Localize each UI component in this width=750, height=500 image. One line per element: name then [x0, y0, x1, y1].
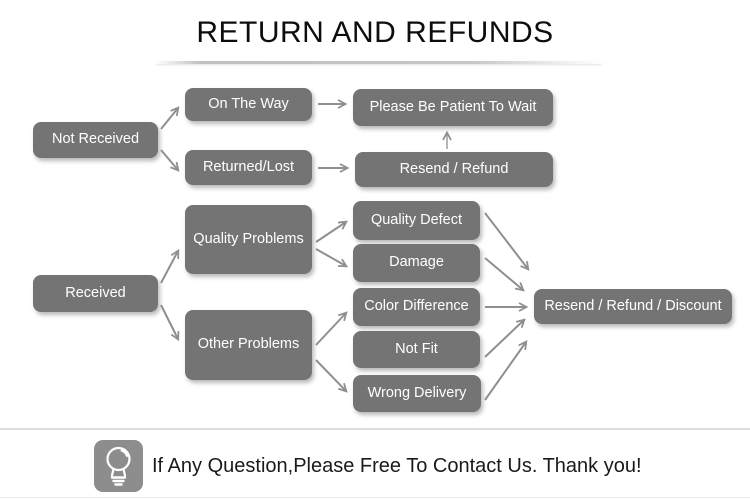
node-quality-problems: Quality Problems	[185, 205, 312, 274]
node-received: Received	[33, 275, 158, 312]
arrow-quality-defect-to-final	[484, 212, 528, 269]
node-quality-defect: Quality Defect	[353, 201, 480, 240]
page-title: RETURN AND REFUNDS	[196, 16, 554, 49]
arrow-not-received-to-on-the-way	[160, 108, 178, 130]
arrow-wrong-delivery-to-final	[484, 342, 526, 401]
arrow-damage-to-final	[484, 257, 523, 290]
node-not-fit: Not Fit	[353, 331, 480, 368]
bottom-border-line	[0, 497, 750, 498]
node-other-problems: Other Problems	[185, 310, 312, 380]
node-resend-refund-discount: Resend / Refund / Discount	[534, 289, 732, 324]
arrow-quality-problems-to-damage	[315, 248, 346, 266]
arrow-received-to-quality-problems	[160, 251, 178, 284]
arrow-not-fit-to-final	[484, 320, 524, 358]
node-damage: Damage	[353, 244, 480, 282]
arrow-other-problems-to-wrong-delivery	[315, 359, 346, 391]
arrow-quality-problems-to-quality-defect	[315, 222, 346, 243]
arrow-other-problems-to-color-difference	[315, 313, 346, 346]
arrow-not-received-to-returned-lost	[160, 149, 178, 170]
node-color-difference: Color Difference	[353, 288, 480, 326]
node-not-received: Not Received	[33, 122, 158, 158]
title-underline	[156, 61, 602, 64]
node-returned-lost: Returned/Lost	[185, 150, 312, 185]
node-please-be-patient-to-wait: Please Be Patient To Wait	[353, 89, 553, 126]
node-wrong-delivery: Wrong Delivery	[353, 375, 481, 412]
arrow-received-to-other-problems	[160, 304, 178, 339]
footer-divider	[0, 428, 750, 430]
node-on-the-way: On The Way	[185, 88, 312, 121]
footer-message: If Any Question,Please Free To Contact U…	[152, 455, 642, 477]
lightbulb-icon	[94, 440, 143, 492]
node-resend-refund: Resend / Refund	[355, 152, 553, 187]
